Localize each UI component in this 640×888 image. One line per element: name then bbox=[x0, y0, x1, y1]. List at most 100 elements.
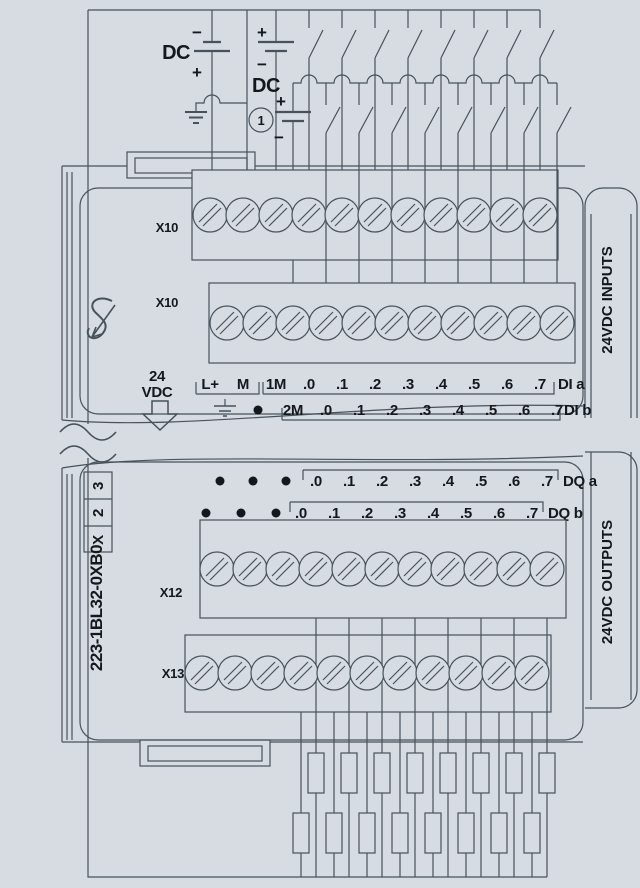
dq-b-dot-1 bbox=[201, 508, 211, 518]
di-b-ch-3: .3 bbox=[419, 402, 431, 419]
dq-a-ch-1: .1 bbox=[343, 473, 355, 490]
dq-a-dot-2 bbox=[248, 476, 258, 486]
x10a-screw-4 bbox=[291, 197, 327, 233]
x13-screw-slot-3 bbox=[256, 661, 280, 685]
x10a-screw-6 bbox=[357, 197, 393, 233]
inputs-side-label: 24VDC INPUTS bbox=[599, 246, 616, 354]
x12-screw-slot-2 bbox=[238, 557, 262, 581]
supply3-minus-sign: − bbox=[274, 128, 284, 147]
wire-break-tilde-1 bbox=[59, 423, 117, 441]
x12-screw-slot-6 bbox=[370, 557, 394, 581]
switch-contact-a-0 bbox=[308, 10, 324, 59]
dq-b-load-1 bbox=[325, 812, 343, 854]
x10a-screw-3 bbox=[258, 197, 294, 233]
x13-screw-slot-10 bbox=[487, 661, 511, 685]
dq-b-ch-0: .0 bbox=[295, 505, 307, 522]
switch-contact-a-1 bbox=[341, 10, 357, 59]
dq-b-ch-1: .1 bbox=[328, 505, 340, 522]
x10a-screw-10 bbox=[489, 197, 525, 233]
module1-right-flap-inner bbox=[590, 214, 632, 418]
x10b-screw-11 bbox=[539, 305, 575, 341]
di-a-ch-4: .4 bbox=[435, 376, 448, 393]
switch-contact-b-4 bbox=[457, 83, 473, 134]
supply2-plus-sign: + bbox=[257, 23, 267, 42]
x12-screw-slot-3 bbox=[271, 557, 295, 581]
group-dq-b-label: DQ b bbox=[548, 505, 583, 522]
x13-screw-slot-11 bbox=[520, 661, 544, 685]
x12-screw-slot-8 bbox=[436, 557, 460, 581]
x13-screw-slot-4 bbox=[289, 661, 313, 685]
di-b-ch-1: .1 bbox=[353, 402, 365, 419]
x10b-screw-slot-7 bbox=[413, 311, 437, 335]
x10a-screw-5 bbox=[324, 197, 360, 233]
x10b-screw-10 bbox=[506, 305, 542, 341]
x13-screw-8 bbox=[415, 655, 451, 691]
note-1-circle bbox=[248, 107, 274, 133]
output-terminal-screws bbox=[184, 551, 565, 691]
module2-clip-outer bbox=[139, 739, 271, 767]
group-di-a-label: DI a bbox=[558, 376, 585, 393]
terminal-2m-label: 2M bbox=[283, 402, 303, 419]
x10b-screw-3 bbox=[275, 305, 311, 341]
dq-b-load-2 bbox=[358, 812, 376, 854]
x12-screw-slot-9 bbox=[469, 557, 493, 581]
dq-a-dot-3 bbox=[281, 476, 291, 486]
x12-screw-7 bbox=[397, 551, 433, 587]
x10b-screw-slot-6 bbox=[380, 311, 404, 335]
no-connection-dot bbox=[253, 405, 263, 415]
switch-contact-b-7 bbox=[556, 83, 572, 134]
x12-screw-slot-4 bbox=[304, 557, 328, 581]
dc-supply-group-a: + − DC bbox=[252, 10, 294, 170]
x13-screw-slot-1 bbox=[190, 661, 214, 685]
dq-b-dot-3 bbox=[271, 508, 281, 518]
switch-contact-b-5 bbox=[490, 83, 506, 134]
x10a-screw-9 bbox=[456, 197, 492, 233]
switch-contact-b-1 bbox=[358, 83, 374, 134]
input-switch-contacts bbox=[293, 10, 572, 134]
x10b-screw-8 bbox=[440, 305, 476, 341]
x12-screw-slot-1 bbox=[205, 557, 229, 581]
x13-screw-slot-2 bbox=[223, 661, 247, 685]
group-di-b-label: DI b bbox=[564, 402, 591, 419]
order-code-label: 223-1BL32-0XB0 bbox=[87, 545, 106, 671]
voltage-label-line2: VDC bbox=[142, 384, 173, 401]
x13-screw-11 bbox=[514, 655, 550, 691]
group-dq-a-label: DQ a bbox=[563, 473, 598, 490]
x13-screw-7 bbox=[382, 655, 418, 691]
fe-bars bbox=[214, 405, 236, 417]
x10b-screw-slot-5 bbox=[347, 311, 371, 335]
x13-screw-slot-9 bbox=[454, 661, 478, 685]
x10a-screw-1 bbox=[192, 197, 228, 233]
power-flow-arrow-icon bbox=[141, 400, 179, 432]
x10b-screw-2 bbox=[242, 305, 278, 341]
x10a-screw-slot-8 bbox=[429, 203, 453, 227]
terminal-m-label: M bbox=[237, 376, 249, 393]
earth-ground-symbol bbox=[185, 111, 207, 124]
di-a-ch-5: .5 bbox=[468, 376, 480, 393]
dq-a-ch-4: .4 bbox=[442, 473, 455, 490]
x10a-screw-7 bbox=[390, 197, 426, 233]
dq-b-dot-2 bbox=[236, 508, 246, 518]
dq-a-ch-6: .6 bbox=[508, 473, 520, 490]
module1-clip-outer bbox=[126, 151, 256, 179]
x13-screw-slot-7 bbox=[388, 661, 412, 685]
x10a-screw-11 bbox=[522, 197, 558, 233]
x12-screw-3 bbox=[265, 551, 301, 587]
row-a-bracket bbox=[195, 382, 555, 395]
dc-supply-module-power: − + DC bbox=[162, 10, 248, 170]
x12-screw-slot-7 bbox=[403, 557, 427, 581]
row-b-bracket bbox=[281, 408, 561, 421]
terminal-lplus-label: L+ bbox=[201, 376, 219, 393]
x10b-screw-slot-2 bbox=[248, 311, 272, 335]
di-a-ch-0: .0 bbox=[303, 376, 315, 393]
supply1-minus-sign: − bbox=[192, 23, 202, 42]
output-terminal-labels: DQ a DQ b bbox=[201, 469, 598, 522]
dq-b-bracket bbox=[289, 501, 544, 512]
ground-tap-wire bbox=[195, 94, 247, 112]
dq-a-load-0 bbox=[307, 752, 325, 794]
x10b-screw-9 bbox=[473, 305, 509, 341]
di-a-ch-2: .2 bbox=[369, 376, 381, 393]
outputs-side-label: 24VDC OUTPUTS bbox=[599, 520, 616, 644]
dq-a-ch-5: .5 bbox=[475, 473, 487, 490]
